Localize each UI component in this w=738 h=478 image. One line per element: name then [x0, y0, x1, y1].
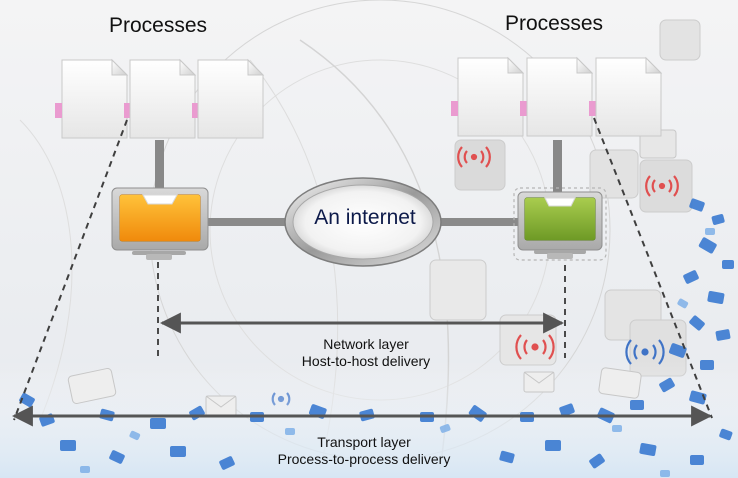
left-process-connector	[155, 140, 164, 200]
left-host-link	[207, 218, 291, 226]
process-document	[129, 58, 199, 139]
transport-layer-title: Transport layer	[317, 434, 411, 450]
network-layer-subtitle: Host-to-host delivery	[301, 353, 431, 369]
left-processes-label: Processes	[108, 14, 208, 37]
process-document	[451, 56, 527, 137]
connectors	[155, 140, 562, 226]
left-process-group	[55, 58, 265, 139]
internet-cloud	[284, 177, 442, 267]
port-tab	[589, 101, 596, 116]
port-tab	[55, 103, 62, 118]
port-tab	[451, 101, 458, 116]
port-tab	[192, 103, 199, 118]
right-processes-label: Processes	[504, 12, 604, 35]
right-process-group	[451, 56, 663, 137]
left-host-computer	[111, 187, 209, 260]
process-document	[595, 56, 663, 137]
process-document	[55, 58, 131, 139]
transport-span-lines	[13, 117, 713, 421]
port-tab	[124, 103, 131, 118]
transport-layer-caption: Transport layer Process-to-process deliv…	[236, 434, 492, 468]
right-host-computer	[513, 187, 607, 261]
transport-layer-subtitle: Process-to-process delivery	[277, 451, 451, 467]
port-tab	[520, 101, 527, 116]
right-host-link	[440, 218, 518, 226]
network-layer-caption: Network layer Host-to-host delivery	[266, 336, 466, 370]
internet-label: An internet	[314, 206, 416, 229]
host-drop-lines	[157, 262, 566, 358]
process-document	[197, 58, 265, 139]
right-process-connector	[553, 140, 562, 192]
process-document	[526, 56, 596, 137]
network-layer-title: Network layer	[323, 336, 409, 352]
